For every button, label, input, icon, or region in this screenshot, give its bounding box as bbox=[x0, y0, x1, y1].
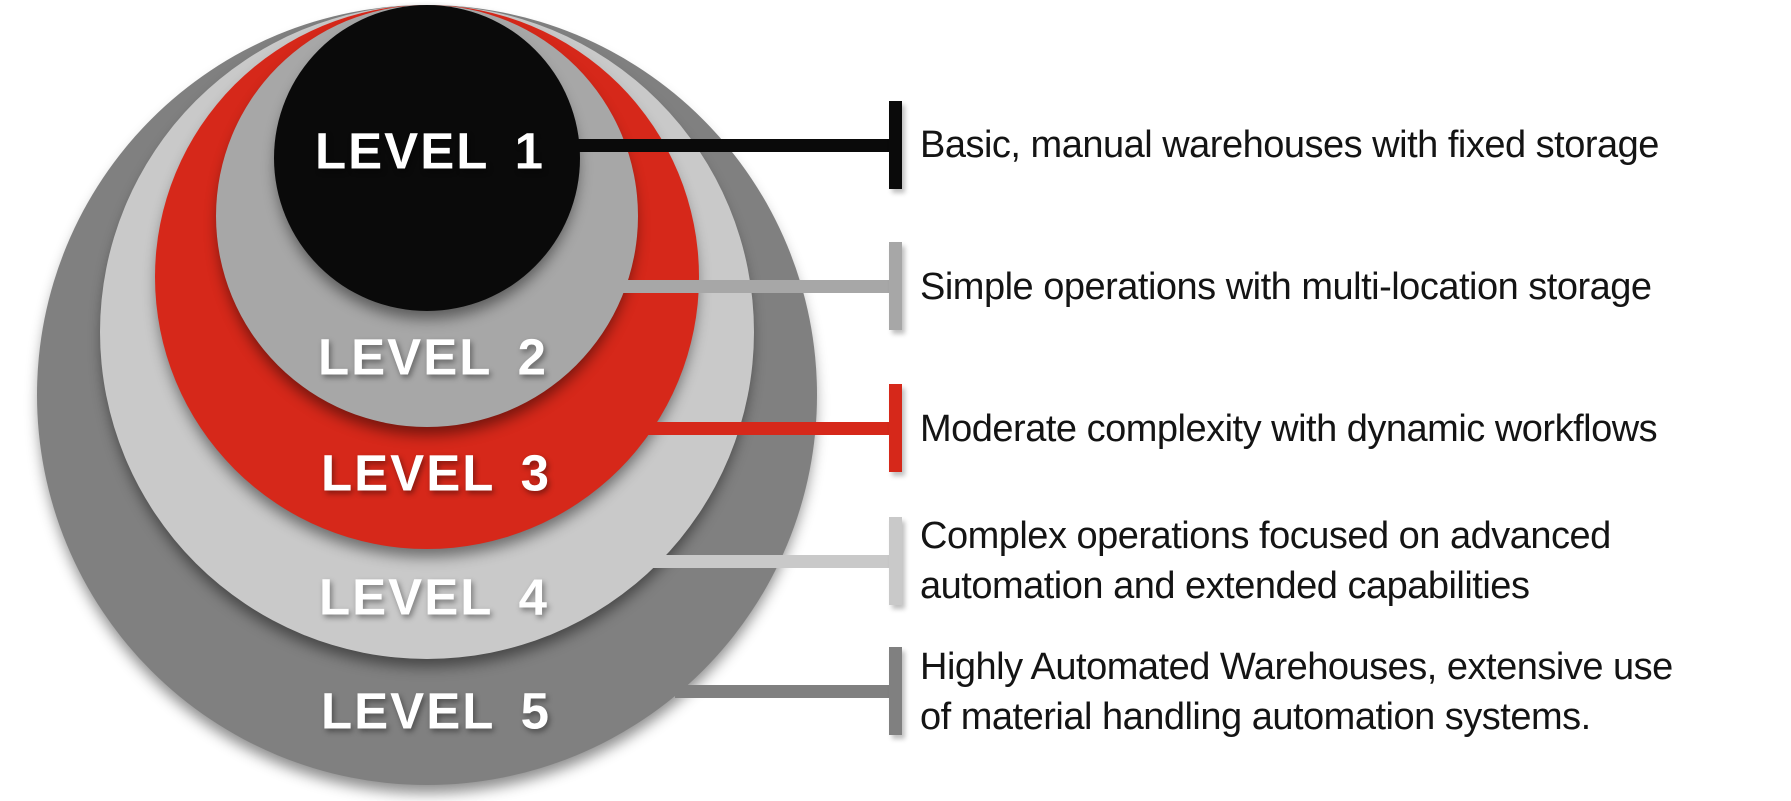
level-1-connector-line bbox=[540, 139, 890, 152]
level-5-label: LEVEL 5 bbox=[321, 682, 551, 740]
level-2-connector-endbar bbox=[889, 242, 902, 330]
level-5-connector-endbar bbox=[889, 647, 902, 735]
level-3-description: Moderate complexity with dynamic workflo… bbox=[920, 408, 1658, 450]
level-2-connector-line bbox=[615, 280, 890, 293]
level-1-circle bbox=[274, 5, 580, 311]
level-3-label: LEVEL 3 bbox=[321, 444, 551, 502]
level-2-description: Simple operations with multi-location st… bbox=[920, 266, 1652, 308]
level-2-label: LEVEL 2 bbox=[318, 328, 548, 386]
level-5-description: Highly Automated Warehouses, extensive u… bbox=[920, 646, 1673, 738]
level-1-description: Basic, manual warehouses with fixed stor… bbox=[920, 124, 1659, 166]
level-3-connector-endbar bbox=[889, 384, 902, 472]
level-4-connector-endbar bbox=[889, 517, 902, 605]
level-1-connector-endbar bbox=[889, 101, 902, 189]
level-4-connector-line bbox=[650, 555, 890, 568]
level-4-description: Complex operations focused on advanced a… bbox=[920, 515, 1611, 607]
level-3-connector-line bbox=[640, 422, 890, 435]
level-1-label: LEVEL 1 bbox=[315, 122, 545, 180]
level-4-label: LEVEL 4 bbox=[319, 568, 549, 626]
level-5-connector-line bbox=[675, 685, 890, 698]
